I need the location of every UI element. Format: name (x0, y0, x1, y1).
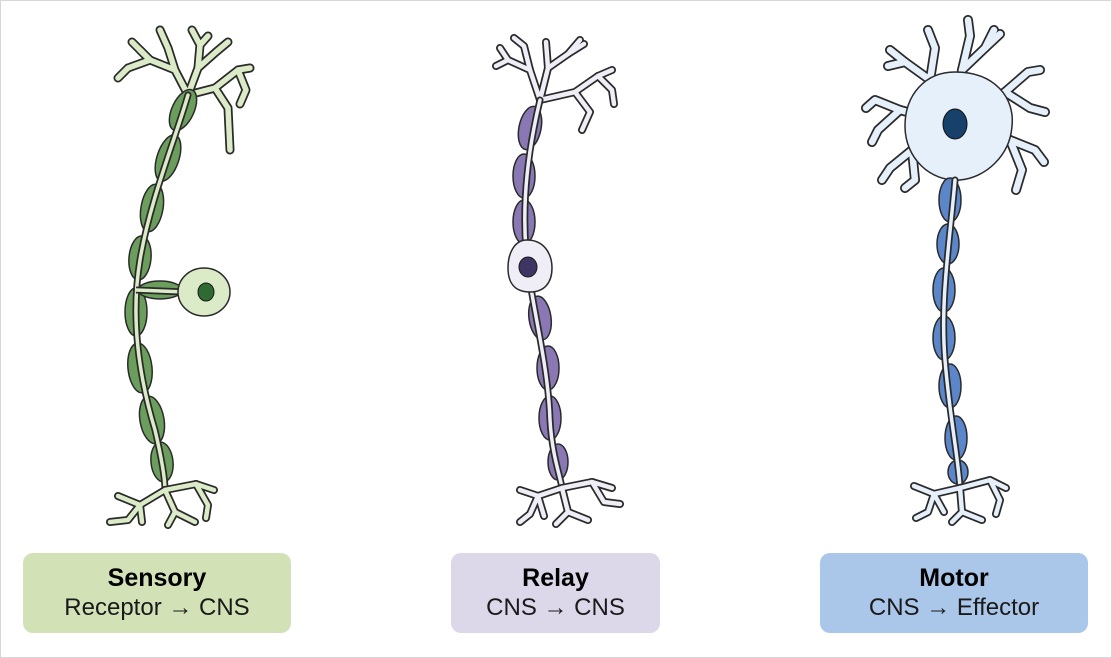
sensory-label-box: Sensory Receptor → CNS (23, 553, 291, 633)
relay-myelin-sheath (512, 105, 569, 481)
sensory-neuron (106, 25, 255, 529)
sensory-title: Sensory (107, 564, 207, 592)
motor-title: Motor (919, 564, 989, 592)
motor-pathway: CNS → Effector (868, 594, 1040, 621)
relay-title: Relay (522, 564, 589, 592)
sensory-pathway: Receptor → CNS (64, 594, 250, 621)
relay-neuron (492, 34, 624, 528)
motor-neuron (861, 15, 1050, 526)
relay-nucleus (518, 256, 538, 278)
sensory-cell-body (177, 267, 231, 317)
relay-label-box: Relay CNS → CNS (451, 553, 660, 633)
relay-cell-body (507, 239, 553, 293)
relay-top-dendrites (492, 34, 618, 134)
sensory-nucleus (197, 282, 215, 302)
motor-label-box: Motor CNS → Effector (820, 553, 1088, 633)
motor-cell-body (904, 71, 1013, 181)
relay-pathway: CNS → CNS (486, 594, 625, 621)
motor-nucleus (942, 108, 968, 140)
